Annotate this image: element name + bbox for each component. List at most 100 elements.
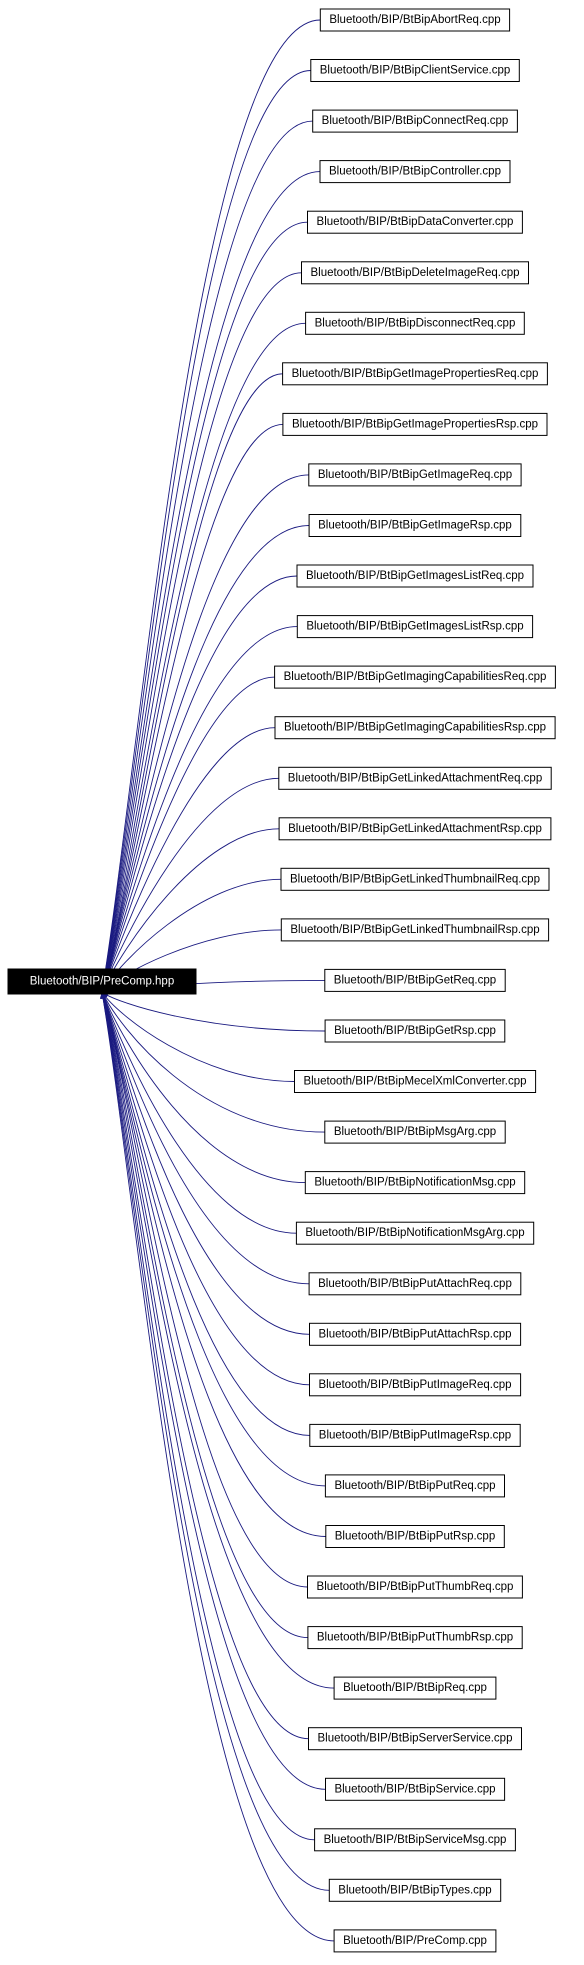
file-node-label: Bluetooth/BIP/BtBipNotificationMsg.cpp bbox=[314, 1177, 515, 1189]
include-edge bbox=[100, 991, 310, 1386]
file-node-bt-bip-get-linked-thumbnail-req[interactable]: Bluetooth/BIP/BtBipGetLinkedThumbnailReq… bbox=[280, 867, 550, 891]
file-node-bt-bip-get-linked-attachment-req[interactable]: Bluetooth/BIP/BtBipGetLinkedAttachmentRe… bbox=[278, 766, 552, 790]
file-node-box bbox=[325, 1777, 506, 1801]
file-node-bt-bip-put-rsp[interactable]: Bluetooth/BIP/BtBipPutRsp.cpp bbox=[325, 1525, 505, 1548]
file-node-bt-bip-msg-arg[interactable]: Bluetooth/BIP/BtBipMsgArg.cpp bbox=[324, 1120, 506, 1144]
file-node-label: Bluetooth/BIP/BtBipPutAttachReq.cpp bbox=[318, 1278, 512, 1290]
file-node-label: Bluetooth/BIP/BtBipPutImageReq.cpp bbox=[318, 1379, 511, 1391]
include-edge bbox=[99, 19, 321, 993]
file-node-bt-bip-get-image-properties-req[interactable]: Bluetooth/BIP/BtBipGetImagePropertiesReq… bbox=[282, 362, 548, 386]
file-node-box bbox=[324, 1120, 506, 1144]
file-node-box bbox=[278, 766, 552, 790]
file-node-bt-bip-get-imaging-capabilities-rsp[interactable]: Bluetooth/BIP/BtBipGetImagingCapabilitie… bbox=[274, 716, 556, 740]
include-edge bbox=[101, 727, 276, 993]
file-node-bt-bip-get-images-list-req[interactable]: Bluetooth/BIP/BtBipGetImagesListReq.cpp bbox=[296, 564, 534, 588]
file-node-bt-bip-abort-req[interactable]: Bluetooth/BIP/BtBipAbortReq.cpp bbox=[319, 8, 511, 32]
include-edge bbox=[100, 626, 298, 993]
file-node-bt-bip-put-attach-rsp[interactable]: Bluetooth/BIP/BtBipPutAttachRsp.cpp bbox=[309, 1322, 522, 1346]
file-node-bt-bip-delete-image-req[interactable]: Bluetooth/BIP/BtBipDeleteImageReq.cpp bbox=[301, 261, 529, 285]
file-node-bt-bip-put-req[interactable]: Bluetooth/BIP/BtBipPutReq.cpp bbox=[324, 1474, 505, 1498]
file-node-bt-bip-disconnect-req[interactable]: Bluetooth/BIP/BtBipDisconnectReq.cpp bbox=[305, 311, 525, 335]
file-node-bt-bip-types[interactable]: Bluetooth/BIP/BtBipTypes.cpp bbox=[328, 1878, 502, 1902]
file-node-box bbox=[314, 1828, 516, 1852]
file-node-bt-bip-get-image-properties-rsp[interactable]: Bluetooth/BIP/BtBipGetImagePropertiesRsp… bbox=[282, 412, 548, 436]
include-edge bbox=[100, 991, 309, 1740]
file-node-box bbox=[308, 463, 522, 487]
include-edge bbox=[101, 777, 279, 993]
file-node-label: Bluetooth/BIP/BtBipDataConverter.cpp bbox=[317, 216, 514, 228]
file-node-bt-bip-get-imaging-capabilities-req[interactable]: Bluetooth/BIP/BtBipGetImagingCapabilitie… bbox=[274, 665, 556, 689]
file-node-box bbox=[305, 311, 525, 335]
file-node-bt-bip-service[interactable]: Bluetooth/BIP/BtBipService.cpp bbox=[325, 1777, 506, 1801]
precomp-hpp-label: Bluetooth/BIP/PreComp.hpp bbox=[30, 976, 174, 988]
file-node-bt-bip-get-linked-attachment-rsp[interactable]: Bluetooth/BIP/BtBipGetLinkedAttachmentRs… bbox=[278, 817, 552, 841]
file-node-bt-bip-notification-msg-arg[interactable]: Bluetooth/BIP/BtBipNotificationMsgArg.cp… bbox=[295, 1221, 535, 1245]
file-node-bt-bip-put-thumb-rsp[interactable]: Bluetooth/BIP/BtBipPutThumbRsp.cpp bbox=[307, 1626, 523, 1650]
file-node-bt-bip-get-image-rsp[interactable]: Bluetooth/BIP/BtBipGetImageRsp.cpp bbox=[308, 514, 522, 537]
file-node-bt-bip-client-service[interactable]: Bluetooth/BIP/BtBipClientService.cpp bbox=[310, 59, 520, 82]
file-node-bt-bip-mecel-xml-converter[interactable]: Bluetooth/BIP/BtBipMecelXmlConverter.cpp bbox=[294, 1070, 537, 1093]
file-node-bt-bip-get-linked-thumbnail-rsp[interactable]: Bluetooth/BIP/BtBipGetLinkedThumbnailRsp… bbox=[280, 918, 550, 942]
file-node-bt-bip-get-images-list-rsp[interactable]: Bluetooth/BIP/BtBipGetImagesListRsp.cpp bbox=[296, 615, 534, 639]
file-node-box bbox=[307, 1575, 523, 1599]
file-node-label: Bluetooth/BIP/BtBipGetRsp.cpp bbox=[334, 1025, 496, 1037]
file-node-box bbox=[324, 1474, 505, 1498]
file-node-bt-bip-get-image-req[interactable]: Bluetooth/BIP/BtBipGetImageReq.cpp bbox=[308, 463, 522, 487]
file-node-label: Bluetooth/BIP/BtBipClientService.cpp bbox=[320, 65, 511, 77]
include-edge bbox=[100, 120, 313, 993]
file-node-label: Bluetooth/BIP/BtBipMsgArg.cpp bbox=[334, 1126, 496, 1138]
file-node-label: Bluetooth/BIP/BtBipConnectReq.cpp bbox=[322, 115, 509, 127]
file-node-bt-bip-connect-req[interactable]: Bluetooth/BIP/BtBipConnectReq.cpp bbox=[312, 109, 518, 133]
file-node-bt-bip-req[interactable]: Bluetooth/BIP/BtBipReq.cpp bbox=[333, 1676, 497, 1700]
file-node-box bbox=[304, 1171, 526, 1195]
include-edge bbox=[100, 423, 283, 993]
file-node-label: Bluetooth/BIP/BtBipService.cpp bbox=[334, 1783, 495, 1795]
file-node-box bbox=[296, 615, 534, 639]
include-edge bbox=[101, 991, 306, 1184]
file-node-bt-bip-controller[interactable]: Bluetooth/BIP/BtBipController.cpp bbox=[319, 160, 511, 184]
file-node-bt-bip-notification-msg[interactable]: Bluetooth/BIP/BtBipNotificationMsg.cpp bbox=[304, 1171, 526, 1195]
include-edge bbox=[100, 676, 275, 993]
include-edge bbox=[99, 70, 311, 993]
include-edge bbox=[101, 991, 295, 1082]
file-node-label: Bluetooth/BIP/BtBipGetLinkedAttachmentRs… bbox=[288, 823, 542, 835]
file-node-box bbox=[333, 1929, 497, 1953]
precomp-hpp-node[interactable]: Bluetooth/BIP/PreComp.hpp bbox=[7, 968, 197, 995]
file-node-box bbox=[301, 261, 529, 285]
include-edge bbox=[100, 991, 326, 1790]
file-node-bt-bip-put-attach-req[interactable]: Bluetooth/BIP/BtBipPutAttachReq.cpp bbox=[308, 1272, 522, 1296]
include-edge bbox=[100, 991, 335, 1689]
file-node-bt-bip-server-service[interactable]: Bluetooth/BIP/BtBipServerService.cpp bbox=[308, 1727, 522, 1751]
file-node-label: Bluetooth/BIP/BtBipPutThumbReq.cpp bbox=[317, 1581, 514, 1593]
include-edge bbox=[100, 991, 330, 1891]
file-node-box bbox=[309, 1322, 522, 1346]
file-node-label: Bluetooth/BIP/BtBipGetImagingCapabilitie… bbox=[284, 722, 546, 734]
include-edge bbox=[100, 991, 326, 1537]
file-node-box bbox=[324, 1019, 506, 1043]
file-node-label: Bluetooth/BIP/BtBipGetLinkedThumbnailReq… bbox=[290, 873, 540, 885]
include-edge bbox=[100, 991, 315, 1841]
include-edge bbox=[101, 991, 326, 1032]
include-edge bbox=[100, 575, 298, 993]
file-node-label: Bluetooth/BIP/BtBipGetImageRsp.cpp bbox=[318, 520, 512, 532]
file-node-bt-bip-put-image-req[interactable]: Bluetooth/BIP/BtBipPutImageReq.cpp bbox=[309, 1373, 522, 1397]
file-node-bt-bip-get-rsp[interactable]: Bluetooth/BIP/BtBipGetRsp.cpp bbox=[324, 1019, 506, 1043]
include-edge bbox=[100, 991, 326, 1487]
file-node-bt-bip-put-thumb-req[interactable]: Bluetooth/BIP/BtBipPutThumbReq.cpp bbox=[307, 1575, 523, 1599]
file-node-box bbox=[282, 362, 548, 386]
file-node-bt-bip-put-image-rsp[interactable]: Bluetooth/BIP/BtBipPutImageRsp.cpp bbox=[309, 1423, 521, 1447]
file-node-box bbox=[309, 1423, 521, 1447]
file-node-box bbox=[307, 210, 523, 234]
file-node-box bbox=[294, 1070, 537, 1093]
file-node-box bbox=[328, 1878, 502, 1902]
file-node-box bbox=[325, 1525, 505, 1548]
file-node-bt-bip-service-msg[interactable]: Bluetooth/BIP/BtBipServiceMsg.cpp bbox=[314, 1828, 516, 1852]
file-node-label: Bluetooth/BIP/BtBipPutThumbRsp.cpp bbox=[317, 1632, 513, 1644]
file-node-box bbox=[319, 160, 511, 184]
file-node-pre-comp[interactable]: Bluetooth/BIP/PreComp.cpp bbox=[333, 1929, 497, 1953]
file-node-bt-bip-data-converter[interactable]: Bluetooth/BIP/BtBipDataConverter.cpp bbox=[307, 210, 523, 234]
file-node-bt-bip-get-req[interactable]: Bluetooth/BIP/BtBipGetReq.cpp bbox=[324, 968, 506, 992]
file-node-box bbox=[278, 817, 552, 841]
file-node-label: Bluetooth/BIP/BtBipPutAttachRsp.cpp bbox=[318, 1328, 511, 1340]
